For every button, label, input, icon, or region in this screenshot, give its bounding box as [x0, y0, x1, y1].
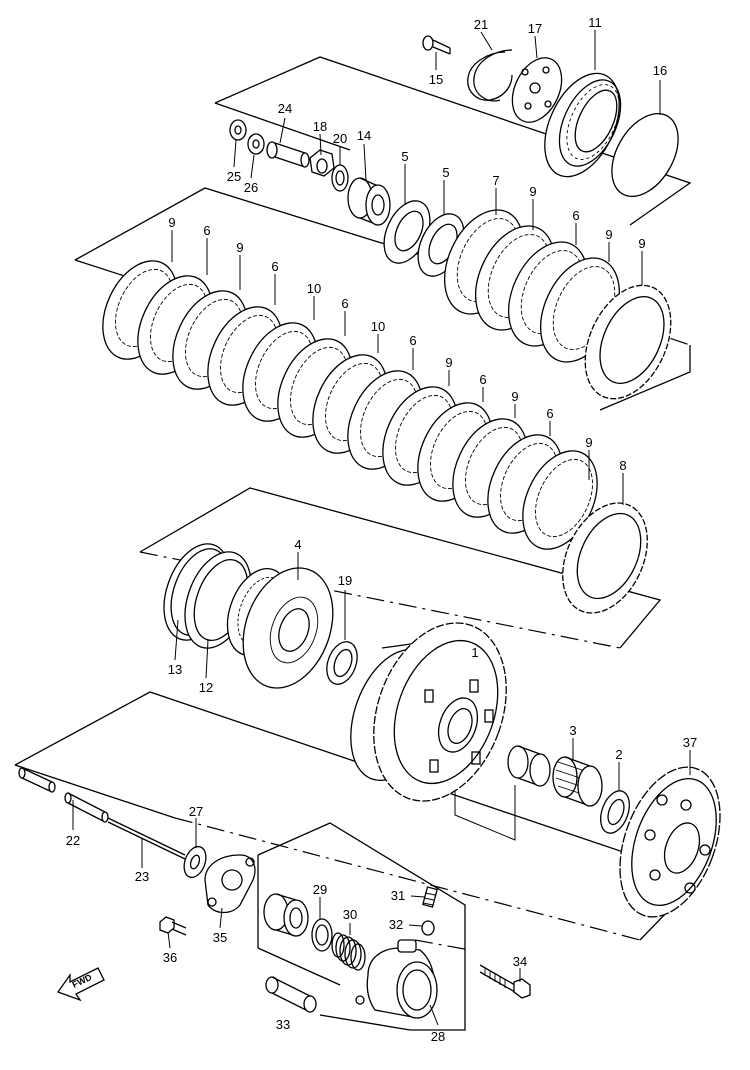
part-label: 9 — [445, 355, 452, 370]
part-label: 21 — [474, 17, 488, 32]
part-label: 16 — [653, 63, 667, 78]
dowel-pin-part — [265, 976, 317, 1013]
clutch-plate-part — [522, 450, 598, 550]
part-label: 27 — [189, 804, 203, 819]
part-label: 33 — [276, 1017, 290, 1032]
nut-part — [309, 149, 335, 177]
part-label: 10 — [307, 281, 321, 296]
fwd-arrow-icon: FWD — [56, 967, 105, 1002]
friction-plate-part — [584, 284, 672, 400]
part-label: 15 — [429, 72, 443, 87]
circlip-part — [467, 49, 513, 102]
primary-driven-gear-part — [350, 622, 507, 802]
part-label: 9 — [529, 184, 536, 199]
part-label: 6 — [203, 223, 210, 238]
part-label: 6 — [341, 296, 348, 311]
part-label: 7 — [492, 173, 499, 188]
lock-washer-part — [247, 133, 265, 155]
part-label: 6 — [409, 333, 416, 348]
part-label: 32 — [389, 917, 403, 932]
part-label: 34 — [513, 954, 527, 969]
leader-lines — [72, 30, 691, 1026]
spring-part — [331, 932, 366, 971]
release-cylinder-part — [355, 939, 438, 1019]
part-label: 9 — [638, 236, 645, 251]
part-label: 13 — [168, 662, 182, 677]
push-rod-part — [18, 767, 56, 793]
group-outline-release — [257, 822, 471, 1031]
part-label: 8 — [619, 458, 626, 473]
part-label: 9 — [236, 240, 243, 255]
seal-part — [183, 845, 207, 879]
part-label: 37 — [683, 735, 697, 750]
part-label: 2 — [615, 747, 622, 762]
thrust-washer-part — [331, 164, 349, 192]
part-label: 9 — [605, 227, 612, 242]
sensor-rotor-part — [619, 766, 721, 918]
part-label: 1 — [471, 645, 478, 660]
part-label: 22 — [66, 833, 80, 848]
part-label: 11 — [588, 15, 602, 30]
part-label: 6 — [546, 406, 553, 421]
part-label: 26 — [244, 180, 258, 195]
part-label: 5 — [442, 165, 449, 180]
lifter-plate-part — [511, 57, 563, 123]
part-label: 19 — [338, 573, 352, 588]
part-label: 28 — [431, 1029, 445, 1044]
friction-plate-part — [562, 502, 648, 614]
pressure-plate-part — [544, 72, 622, 178]
part-label: 31 — [391, 888, 405, 903]
part-label: 17 — [528, 21, 542, 36]
part-label: 30 — [343, 907, 357, 922]
part-label: 9 — [511, 389, 518, 404]
part-label: 9 — [585, 435, 592, 450]
part-label: 35 — [213, 930, 227, 945]
part-label: 14 — [357, 128, 371, 143]
part-label: 23 — [135, 869, 149, 884]
piston-seal-part — [311, 918, 333, 952]
part-label: 29 — [313, 882, 327, 897]
part-label: 10 — [371, 319, 385, 334]
bolt-part — [479, 964, 531, 999]
bearing-part — [347, 177, 391, 226]
clutch-plate-stack-upper — [444, 209, 672, 400]
part-label: 18 — [313, 119, 327, 134]
part-label: 12 — [199, 680, 213, 695]
part-label: 5 — [401, 149, 408, 164]
cover-part — [204, 854, 256, 914]
bleeder-cap-part — [421, 920, 435, 936]
part-label: 6 — [271, 259, 278, 274]
part-label: 36 — [163, 950, 177, 965]
part-number-labels: 1 2 3 4 5 5 6 6 6 6 6 6 6 7 8 9 9 9 9 9 … — [66, 15, 697, 1044]
part-label: 4 — [294, 537, 301, 552]
push-rod-part — [266, 141, 310, 168]
thrust-washer-part — [326, 641, 358, 685]
part-label: 3 — [569, 723, 576, 738]
piston-part — [263, 893, 309, 937]
washer-part — [229, 119, 247, 141]
needle-bearing-part — [552, 756, 603, 807]
spring-plate-part — [611, 112, 679, 198]
bolt-part — [159, 916, 187, 936]
push-rod-long-part — [107, 817, 186, 860]
screw-part — [422, 35, 451, 55]
push-piece-part — [64, 792, 109, 823]
spacer-part — [507, 745, 551, 787]
part-label: 25 — [227, 169, 241, 184]
part-label: 24 — [278, 101, 292, 116]
part-label: 6 — [572, 208, 579, 223]
part-label: 6 — [479, 372, 486, 387]
bleeder-valve-part — [422, 886, 438, 908]
thrust-washer-part — [600, 790, 630, 834]
part-label: 20 — [333, 131, 347, 146]
clutch-plate-stack-main — [102, 260, 648, 614]
group-outline-top — [214, 56, 692, 226]
part-label: 9 — [168, 215, 175, 230]
clutch-sleeve-hub-part — [226, 567, 334, 689]
